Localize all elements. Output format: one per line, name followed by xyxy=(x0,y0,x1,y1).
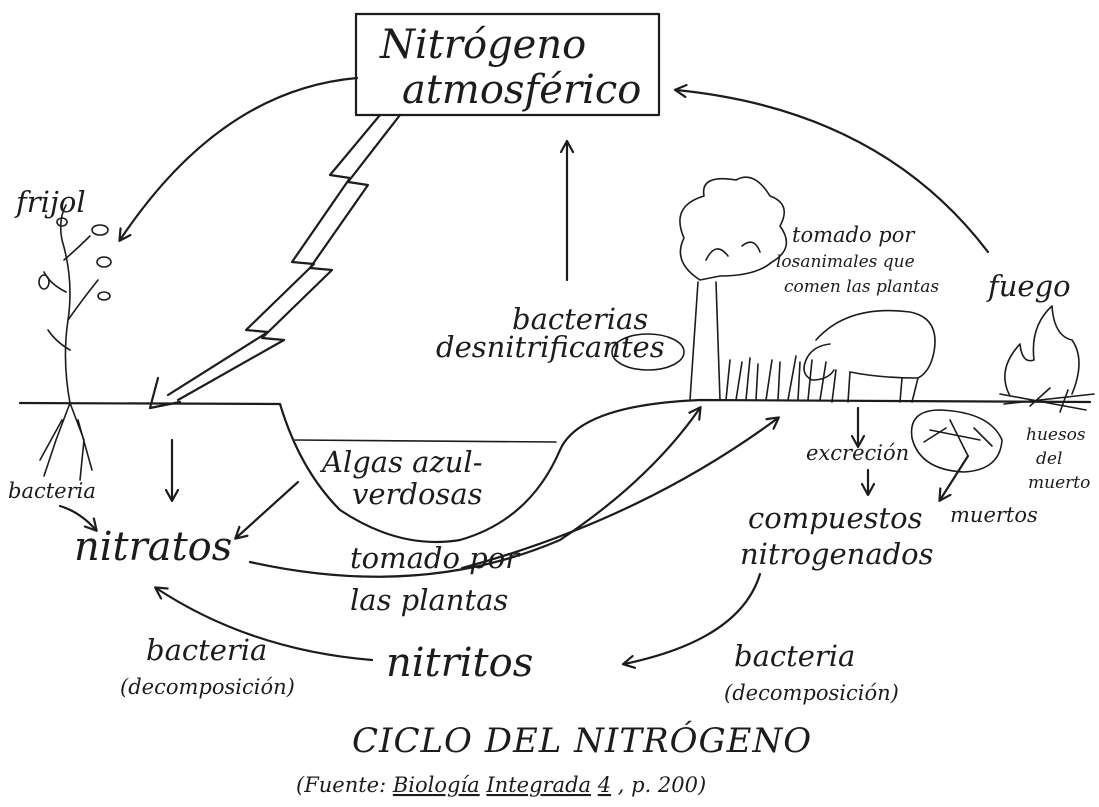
source-book-word2: Integrada xyxy=(485,773,591,797)
bones-label-line1: huesos xyxy=(1026,425,1086,445)
atmospheric-nitrogen-line2: atmosférico xyxy=(402,67,641,113)
arrow-uptake-by-plants xyxy=(248,408,700,578)
arrow-to-bean-plant xyxy=(120,76,359,240)
denitrifying-label: desnitrificantes xyxy=(436,330,665,364)
eaten-by-animals-line3: comen las plantas xyxy=(784,277,939,297)
nitrites-label: nitritos xyxy=(386,640,533,686)
bacteria-left-label: bacteria xyxy=(8,479,96,503)
bean-plant-icon xyxy=(38,204,112,481)
source-suffix: , p. 200) xyxy=(611,773,706,797)
campfire-icon xyxy=(999,305,1095,413)
eaten-by-animals-line1: tomado por xyxy=(792,223,916,247)
arrow-algae-to-nitrates xyxy=(236,480,300,538)
excretion-label: excreción xyxy=(806,441,909,465)
decomposition-left-line1: bacteria xyxy=(146,633,267,667)
ground-line xyxy=(18,398,1092,544)
bones-icon xyxy=(910,409,1003,473)
source-book-word1: Biología xyxy=(392,773,480,797)
bacteria-circle xyxy=(611,333,685,371)
uptake-plants-line2: las plantas xyxy=(350,583,508,617)
source-citation: (Fuente: Biología Integrada 4 , p. 200) xyxy=(296,773,706,797)
eaten-by-animals-line2: losanimales que xyxy=(776,252,915,272)
algae-label-line2: verdosas xyxy=(352,477,483,511)
bones-label-line2: del xyxy=(1036,449,1062,469)
frijol-label: frijol xyxy=(14,185,86,219)
arrow-nitrites-to-nitrates xyxy=(156,588,374,662)
nitrates-label: nitratos xyxy=(74,524,232,570)
diagram-title: CICLO DEL NITRÓGENO xyxy=(352,720,812,761)
cow-icon xyxy=(803,309,936,403)
source-book-number: 4 xyxy=(597,773,611,797)
arrow-fire-to-atmosphere xyxy=(676,90,990,254)
dead-label: muertos xyxy=(950,503,1038,527)
nitrogen-compounds-line2: nitrogenados xyxy=(740,537,934,571)
decomposition-left-line2: (decomposición) xyxy=(120,675,295,699)
decomposition-right-line2: (decomposición) xyxy=(724,681,899,705)
fire-label: fuego xyxy=(986,269,1071,303)
source-prefix: (Fuente: xyxy=(296,773,393,797)
arrow-compounds-to-nitrites xyxy=(624,572,762,664)
pond-surface-line xyxy=(294,439,557,443)
nitrogen-compounds-line1: compuestos xyxy=(748,501,922,535)
bacterias-label: bacterias xyxy=(512,302,648,336)
tree-icon xyxy=(679,176,788,401)
bones-label-line3: muerto xyxy=(1028,473,1090,493)
arrow-dead-to-compounds xyxy=(940,454,970,500)
algae-label-line1: Algas azul- xyxy=(319,445,483,479)
arrow-bacteria-to-nitrates xyxy=(58,504,96,530)
grass-icon xyxy=(725,355,827,401)
uptake-plants-line1: tomado por xyxy=(350,541,521,575)
decomposition-right-line1: bacteria xyxy=(734,639,855,673)
atmospheric-nitrogen-box xyxy=(354,12,661,117)
atmospheric-nitrogen-line1: Nitrógeno xyxy=(379,22,586,68)
lightning-bolt-icon xyxy=(148,113,402,410)
arrow-uptake-to-animals xyxy=(460,418,778,570)
